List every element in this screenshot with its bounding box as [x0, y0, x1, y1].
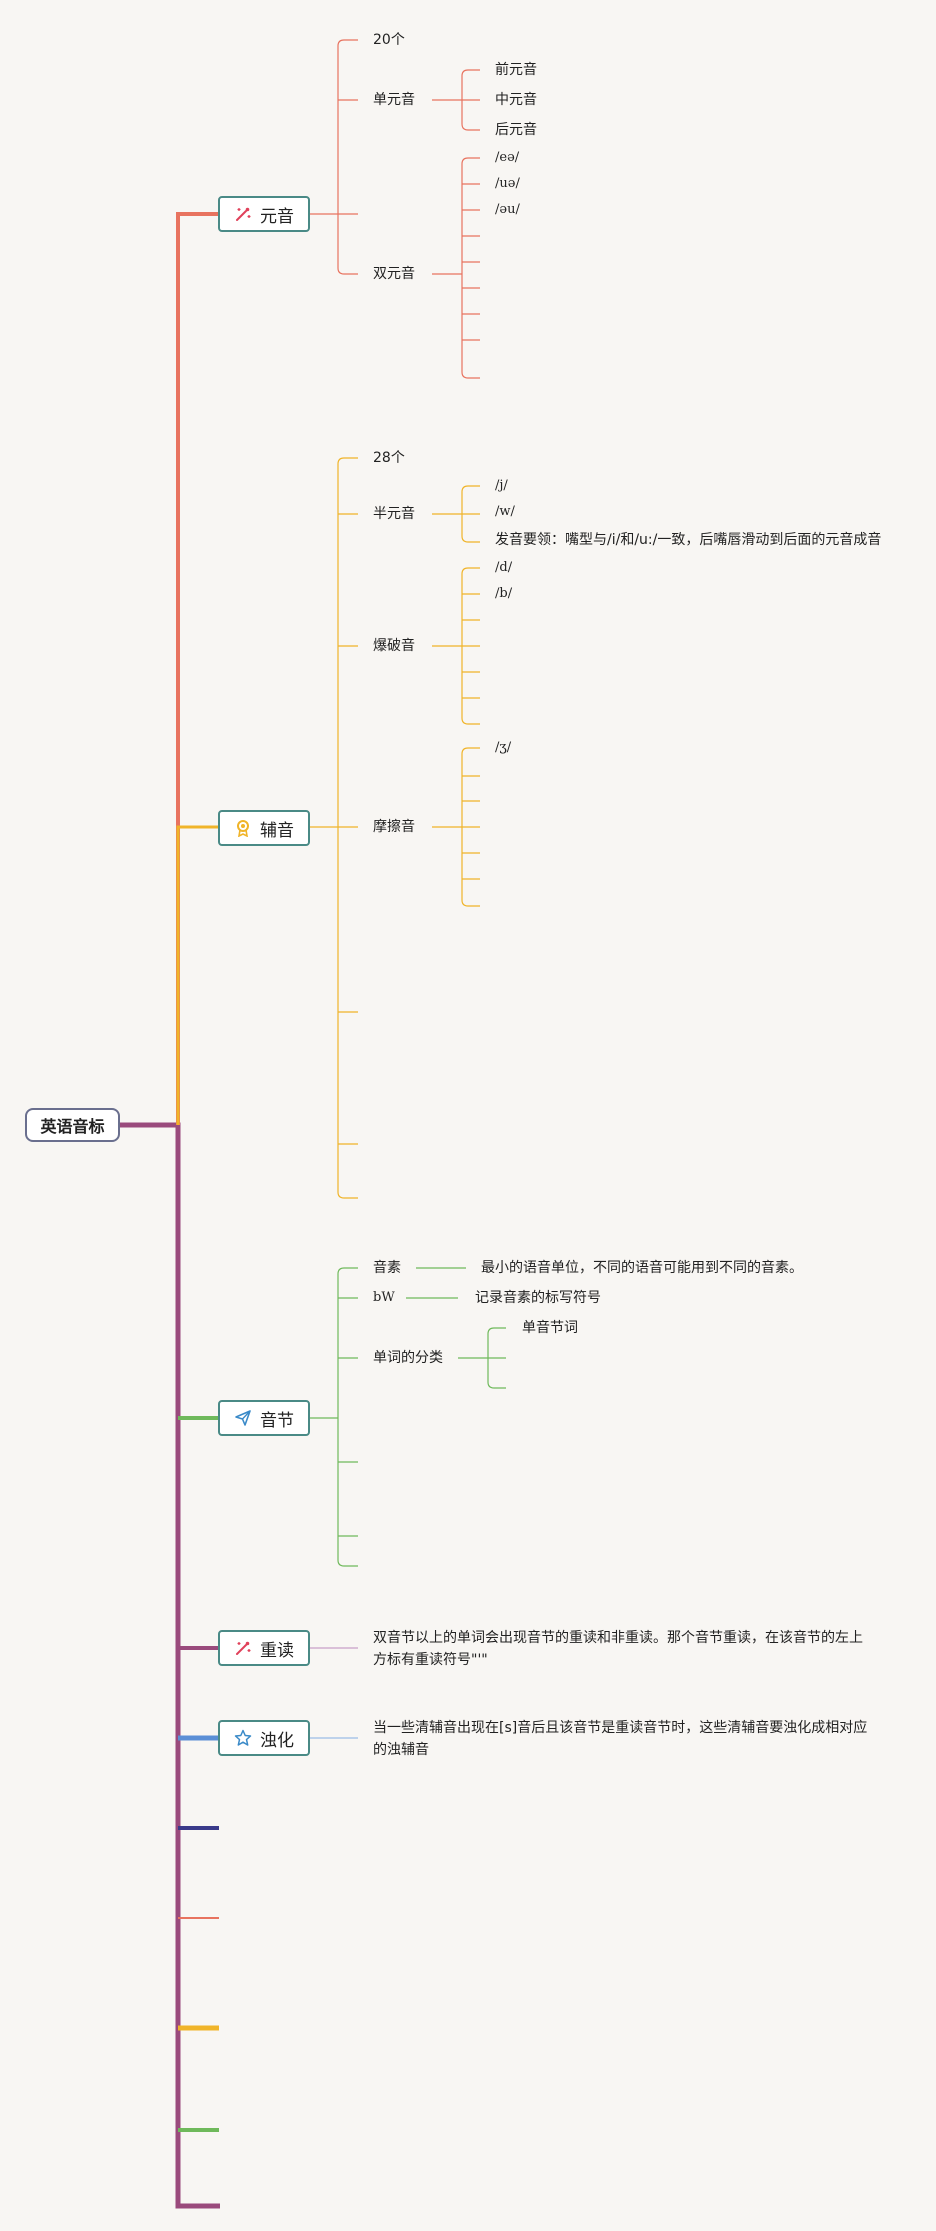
branch-vowel[interactable]: 元音 [218, 196, 310, 232]
diphthong-item[interactable]: /eə/ [495, 150, 520, 165]
word-class-label[interactable]: 单词的分类 [373, 1350, 443, 1366]
bw-label[interactable]: bW [373, 1290, 395, 1305]
branch-consonant-label: 辅音 [260, 820, 294, 841]
bw-desc[interactable]: 记录音素的标写符号 [475, 1290, 601, 1306]
semivowel-item[interactable]: /w/ [495, 504, 515, 519]
award-icon [234, 819, 252, 837]
phoneme-desc[interactable]: 最小的语音单位，不同的语音可能用到不同的音素。 [481, 1260, 803, 1276]
monophthong-item[interactable]: 中元音 [495, 92, 537, 108]
magic-wand-icon [234, 205, 252, 223]
phoneme-label[interactable]: 音素 [373, 1260, 401, 1276]
diphthong-item[interactable]: /uə/ [495, 176, 520, 191]
magic-wand-icon [234, 1639, 252, 1657]
monophthong-item[interactable]: 前元音 [495, 62, 537, 78]
semivowel-item[interactable]: /j/ [495, 478, 508, 493]
branch-syllable[interactable]: 音节 [218, 1400, 310, 1436]
branch-stress-label: 重读 [260, 1640, 294, 1661]
diphthong-item[interactable]: /əu/ [495, 202, 520, 217]
star-icon [234, 1729, 252, 1747]
monophthong-item[interactable]: 后元音 [495, 122, 537, 138]
semivowel-label[interactable]: 半元音 [373, 506, 415, 522]
vowel-count: 20个 [373, 32, 405, 48]
stress-desc[interactable]: 双音节以上的单词会出现音节的重读和非重读。那个音节重读，在该音节的左上方标有重读… [373, 1630, 863, 1668]
branch-syllable-label: 音节 [260, 1410, 294, 1431]
plosive-label[interactable]: 爆破音 [373, 638, 415, 654]
consonant-count: 28个 [373, 450, 405, 466]
semivowel-tip[interactable]: 发音要领：嘴型与/i/和/u:/一致，后嘴唇滑动到后面的元音成音 [495, 532, 882, 548]
fricative-label[interactable]: 摩擦音 [373, 819, 415, 835]
plosive-item[interactable]: /d/ [495, 560, 513, 575]
send-icon [234, 1409, 252, 1427]
branch-voicing[interactable]: 浊化 [218, 1720, 310, 1756]
fricative-item[interactable]: /ʒ/ [495, 740, 512, 755]
branch-consonant[interactable]: 辅音 [218, 810, 310, 846]
branch-voicing-label: 浊化 [260, 1730, 294, 1751]
branch-stress[interactable]: 重读 [218, 1630, 310, 1666]
word-class-item[interactable]: 单音节词 [522, 1320, 578, 1336]
plosive-item[interactable]: /b/ [495, 586, 513, 601]
diphthong-label[interactable]: 双元音 [373, 266, 415, 282]
branch-vowel-label: 元音 [260, 206, 294, 227]
monophthong-label[interactable]: 单元音 [373, 92, 415, 108]
root-node[interactable]: 英语音标 [25, 1108, 120, 1142]
voicing-desc[interactable]: 当一些清辅音出现在[s]音后且该音节是重读音节时，这些清辅音要浊化成相对应的浊辅… [373, 1720, 868, 1758]
